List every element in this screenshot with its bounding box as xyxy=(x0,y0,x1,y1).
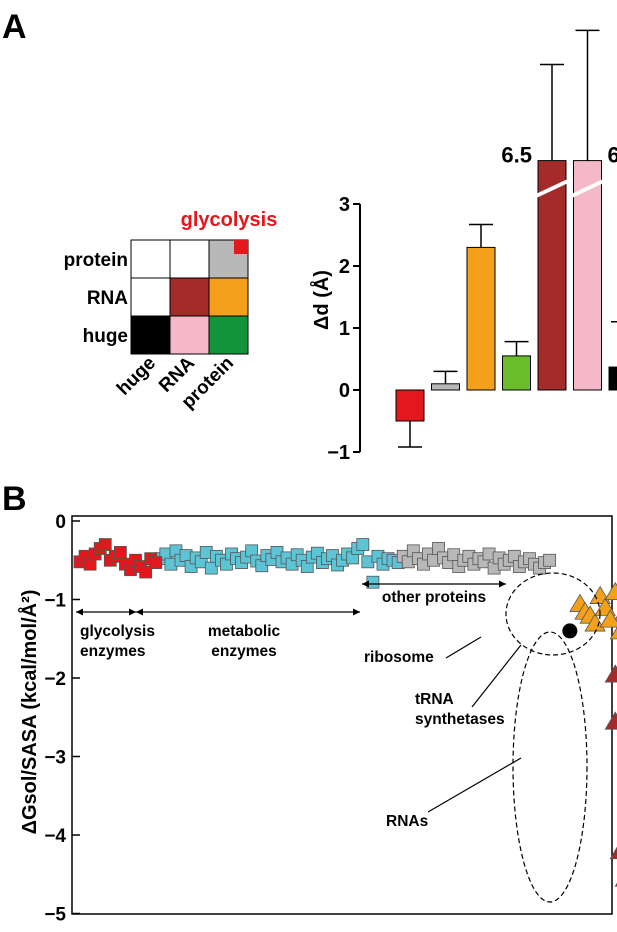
trna-label: synthetases xyxy=(415,711,505,728)
matrix-row-label: huge xyxy=(83,326,128,347)
scatter-y-tick-label: −5 xyxy=(44,905,66,926)
matrix-cell xyxy=(130,277,171,317)
bar-value-label: 6.5 xyxy=(501,143,532,168)
bar-y-tick-label: 3 xyxy=(339,194,350,216)
bar xyxy=(502,355,531,391)
matrix-corner-accent xyxy=(234,240,248,254)
scatter-y-tick-label: −3 xyxy=(44,748,66,769)
matrix-row-label: RNA xyxy=(87,288,128,309)
trna-point xyxy=(609,626,617,640)
glycolysis-point xyxy=(114,546,127,559)
glycolysis-range-arrow-head xyxy=(76,608,83,616)
other-point xyxy=(543,553,557,567)
other-proteins-label: other proteins xyxy=(382,589,486,606)
matrix-cell xyxy=(208,315,249,355)
bar-y-tick-label: −1 xyxy=(327,442,350,464)
other-range-arrow-head xyxy=(499,580,506,588)
bar-y-tick-label: 1 xyxy=(339,318,350,340)
bar xyxy=(466,246,496,391)
scatter-y-tick-label: −2 xyxy=(44,669,66,690)
bar-break-mark xyxy=(534,178,570,199)
matrix-col-label: huge xyxy=(113,353,160,400)
metabolic-label: enzymes xyxy=(211,643,276,660)
panel-b-label: B xyxy=(2,480,27,518)
bar xyxy=(573,160,602,391)
rnas-point xyxy=(604,664,617,683)
trna-group-ellipse xyxy=(505,572,601,656)
matrix-cell xyxy=(169,277,210,317)
other-range-arrow-head xyxy=(362,580,369,588)
trna-point xyxy=(604,581,617,601)
rnas-group-ellipse xyxy=(512,631,588,903)
glycolysis-label: enzymes xyxy=(80,643,145,660)
trna-leader xyxy=(471,644,522,708)
bar-chart: Δd (Å) −1 0 1 2 3 6.5 6.2 xyxy=(309,29,617,464)
bar-chart-ylabel: Δd (Å) xyxy=(309,270,333,330)
ribosome-label: ribosome xyxy=(364,649,434,666)
scatter-y-tick-label: −4 xyxy=(44,826,66,847)
rnas-point xyxy=(604,711,617,730)
bar-y-tick-label: 2 xyxy=(339,256,350,278)
glycolysis-point xyxy=(98,538,112,551)
rnas-label: RNAs xyxy=(386,813,428,830)
glycolysis-point xyxy=(139,565,153,579)
rnas-point xyxy=(609,846,617,860)
scatter-y-tick-label: −1 xyxy=(44,591,66,612)
bar xyxy=(395,389,425,422)
ribosome-leader xyxy=(445,636,482,659)
bar xyxy=(431,383,460,391)
glycolysis-point xyxy=(149,556,163,570)
matrix-cell xyxy=(208,277,249,317)
bar-break-mark xyxy=(569,178,606,199)
matrix-cell xyxy=(130,315,171,355)
scatter-ylabel: ΔGsol/SASA (kcal/mol/Å²) xyxy=(17,590,41,835)
matrix-cell xyxy=(169,315,210,355)
rnas-leader xyxy=(427,757,522,813)
glycolysis-label: glycolysis xyxy=(80,623,155,640)
scatter-chart: ΔGsol/SASA (kcal/mol/Å²) −5 −4 −3 −2 −1 0 glyc… xyxy=(17,512,617,926)
metabolic-label: metabolic xyxy=(208,623,281,640)
bar xyxy=(608,366,617,391)
bar-y-tick-label: 0 xyxy=(339,380,350,402)
ribosome-point xyxy=(562,623,578,639)
trna-point xyxy=(599,609,617,628)
matrix-row-label: protein xyxy=(64,250,128,271)
trna-label: tRNA xyxy=(415,691,454,708)
metabolic-point xyxy=(356,538,370,551)
scatter-y-tick-label: 0 xyxy=(55,512,66,533)
matrix-cell xyxy=(130,239,171,279)
glycolysis-range-arrow-head xyxy=(129,608,136,616)
bar-value-label: 6.2 xyxy=(608,143,617,168)
metabolic-range-arrow-head xyxy=(136,608,143,616)
bar xyxy=(537,160,567,391)
panel-a-label: A xyxy=(2,8,27,46)
matrix-cell xyxy=(169,239,210,279)
matrix-title: glycolysis xyxy=(181,209,278,231)
scatter-frame xyxy=(71,515,613,915)
metabolic-range-arrow-head xyxy=(353,608,360,616)
